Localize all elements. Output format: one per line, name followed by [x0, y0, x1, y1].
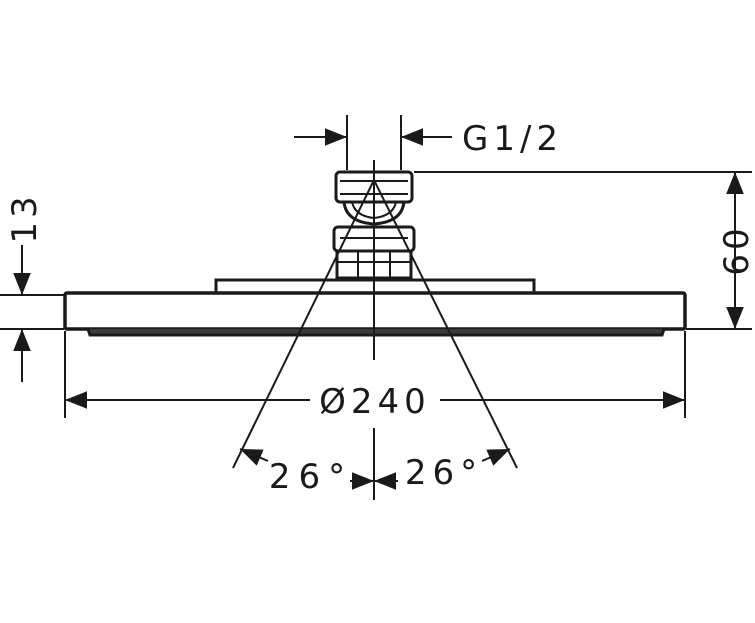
height-dimension: [414, 171, 752, 330]
swivel-line-left: [232, 179, 375, 469]
swivel-line-right: [373, 179, 518, 469]
angle-dimension: [239, 448, 511, 490]
thread-dimension: [294, 115, 452, 170]
angle-right-label: 26°: [405, 453, 483, 493]
thickness-label: 13: [5, 192, 45, 243]
thickness-dimension: [0, 245, 64, 382]
angle-left-label: 26°: [269, 457, 353, 497]
thread-label: G1/2: [462, 119, 563, 159]
diameter-label: Ø240: [319, 382, 431, 422]
height-label: 60: [717, 224, 755, 275]
diameter-dimension: [64, 331, 686, 418]
